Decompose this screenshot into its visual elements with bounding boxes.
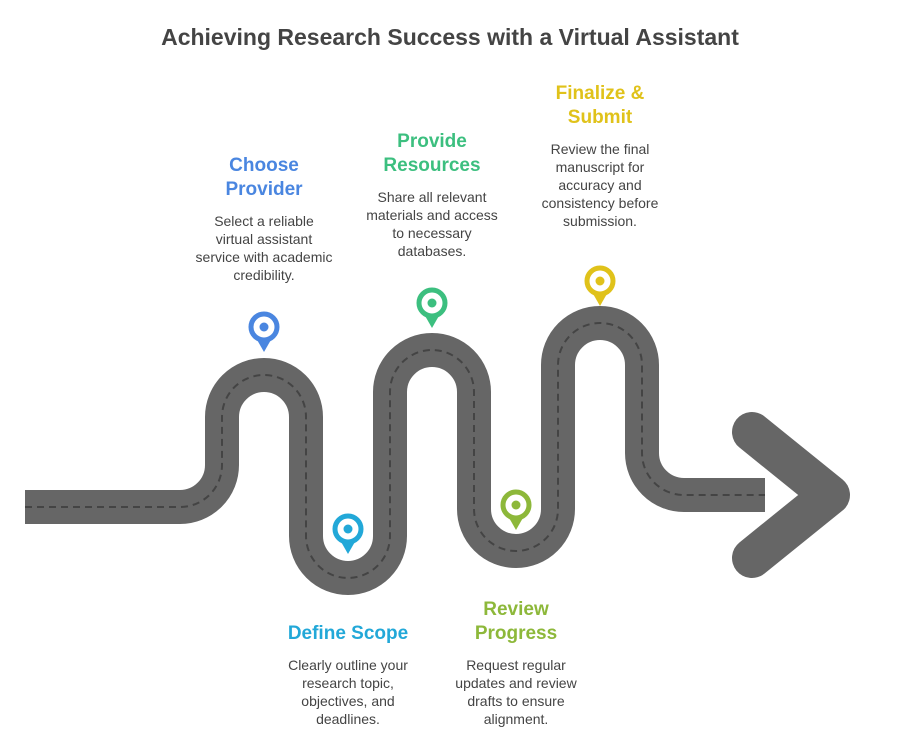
road (25, 306, 850, 595)
arrow-head (732, 412, 850, 578)
location-pin-icon (416, 287, 448, 328)
location-pin-icon (332, 513, 364, 554)
step-provide-resources: Provide Resources Share all relevant mat… (342, 130, 522, 260)
step-description: Review the final manuscript for accuracy… (541, 141, 659, 229)
step-choose-provider: Choose Provider Select a reliable virtua… (174, 154, 354, 284)
step-define-scope: Define Scope Clearly outline your resear… (258, 622, 438, 728)
step-title: Provide Resources (383, 131, 481, 176)
location-pin-icon (500, 489, 532, 530)
step-description: Clearly outline your research topic, obj… (288, 657, 408, 727)
step-title: Review Progress (474, 599, 558, 644)
step-title: Choose Provider (225, 155, 303, 200)
diagram-title: Achieving Research Success with a Virtua… (161, 24, 739, 50)
step-description: Select a reliable virtual assistant serv… (195, 213, 333, 283)
location-pin-icon (248, 311, 280, 352)
step-review-progress: Review Progress Request regular updates … (426, 598, 606, 728)
step-description: Request regular updates and review draft… (455, 657, 577, 727)
step-finalize-submit: Finalize & Submit Review the final manus… (510, 82, 690, 230)
step-description: Share all relevant materials and access … (366, 189, 498, 259)
location-pin-icon (584, 265, 616, 306)
step-title: Define Scope (287, 623, 409, 644)
step-title: Finalize & Submit (555, 83, 645, 128)
